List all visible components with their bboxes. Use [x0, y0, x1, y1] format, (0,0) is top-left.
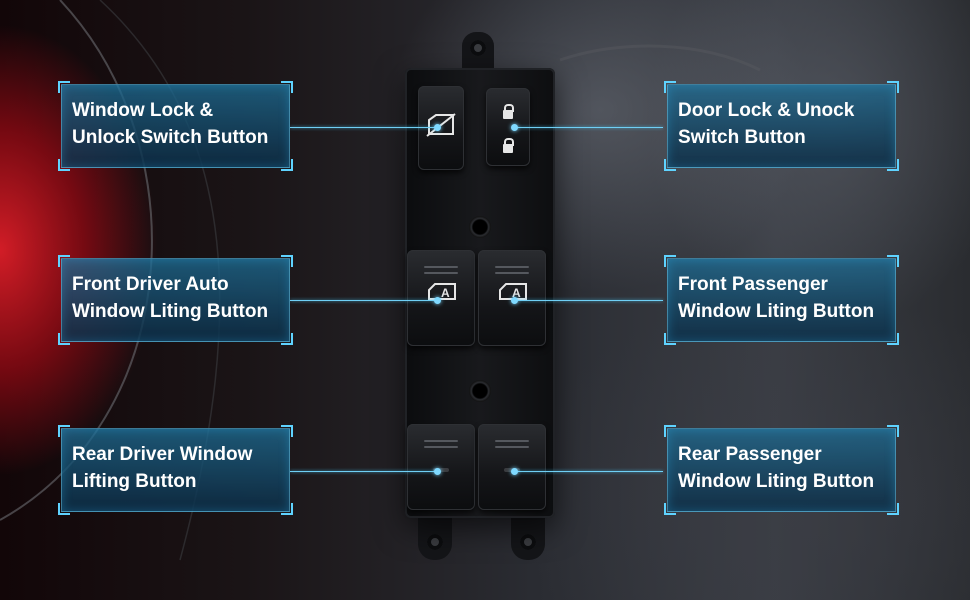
rear-driver-window-button[interactable] — [407, 424, 475, 510]
label-text: Switch Button — [678, 127, 806, 148]
label-rear-passenger: Rear Passenger Window Liting Button — [664, 425, 899, 515]
label-front-driver: Front Driver Auto Window Liting Button — [58, 255, 293, 345]
window-lock-icon — [426, 113, 456, 137]
grip-ridge — [424, 446, 458, 448]
screw-hole-middle — [469, 380, 491, 402]
auto-window-icon: A — [428, 283, 456, 300]
grip-ridge — [495, 266, 529, 268]
mounting-tab-bottom-right — [511, 512, 545, 560]
auto-symbol: A — [512, 286, 521, 300]
label-text: Front Driver Auto — [72, 274, 229, 295]
label-text: Rear Driver Window — [72, 444, 253, 465]
screw-hole-upper — [469, 216, 491, 238]
label-text: Unlock Switch Button — [72, 127, 269, 148]
grip-ridge — [424, 272, 458, 274]
lock-icon — [503, 104, 514, 119]
grip-ridge — [495, 272, 529, 274]
label-text: Door Lock & Unock — [678, 100, 855, 121]
label-text: Window Liting Button — [678, 471, 875, 492]
callout-dot — [511, 468, 518, 475]
label-text: Front Passenger — [678, 274, 828, 295]
callout-dot — [511, 124, 518, 131]
front-driver-window-button[interactable]: A — [407, 250, 475, 346]
callout-dot — [434, 468, 441, 475]
callout-line-rear-passenger — [515, 471, 663, 472]
callout-line-window-lock — [290, 127, 438, 128]
label-text: Rear Passenger — [678, 444, 822, 465]
mounting-tab-bottom-left — [418, 512, 452, 560]
door-lock-switch[interactable] — [486, 88, 530, 166]
grip-ridge — [495, 440, 529, 442]
window-lock-switch[interactable] — [418, 86, 464, 170]
label-text: Window Liting Button — [678, 301, 875, 322]
indicator-dash — [433, 468, 449, 472]
rear-passenger-window-button[interactable] — [478, 424, 546, 510]
grip-ridge — [424, 266, 458, 268]
callout-line-rear-driver — [290, 471, 438, 472]
callout-dot — [434, 124, 441, 131]
callout-dot — [511, 297, 518, 304]
label-rear-driver: Rear Driver Window Lifting Button — [58, 425, 293, 515]
label-text: Window Lock & — [72, 100, 214, 121]
unlock-icon — [503, 138, 514, 153]
callout-line-front-passenger — [515, 300, 663, 301]
label-text: Window Liting Button — [72, 301, 269, 322]
auto-window-icon: A — [499, 283, 527, 300]
label-text: Lifting Button — [72, 471, 197, 492]
grip-ridge — [424, 440, 458, 442]
callout-line-front-driver — [290, 300, 438, 301]
label-window-lock: Window Lock & Unlock Switch Button — [58, 81, 293, 171]
label-front-passenger: Front Passenger Window Liting Button — [664, 255, 899, 345]
callout-line-door-lock — [515, 127, 663, 128]
callout-dot — [434, 297, 441, 304]
label-door-lock: Door Lock & Unock Switch Button — [664, 81, 899, 171]
grip-ridge — [495, 446, 529, 448]
auto-symbol: A — [441, 286, 450, 300]
